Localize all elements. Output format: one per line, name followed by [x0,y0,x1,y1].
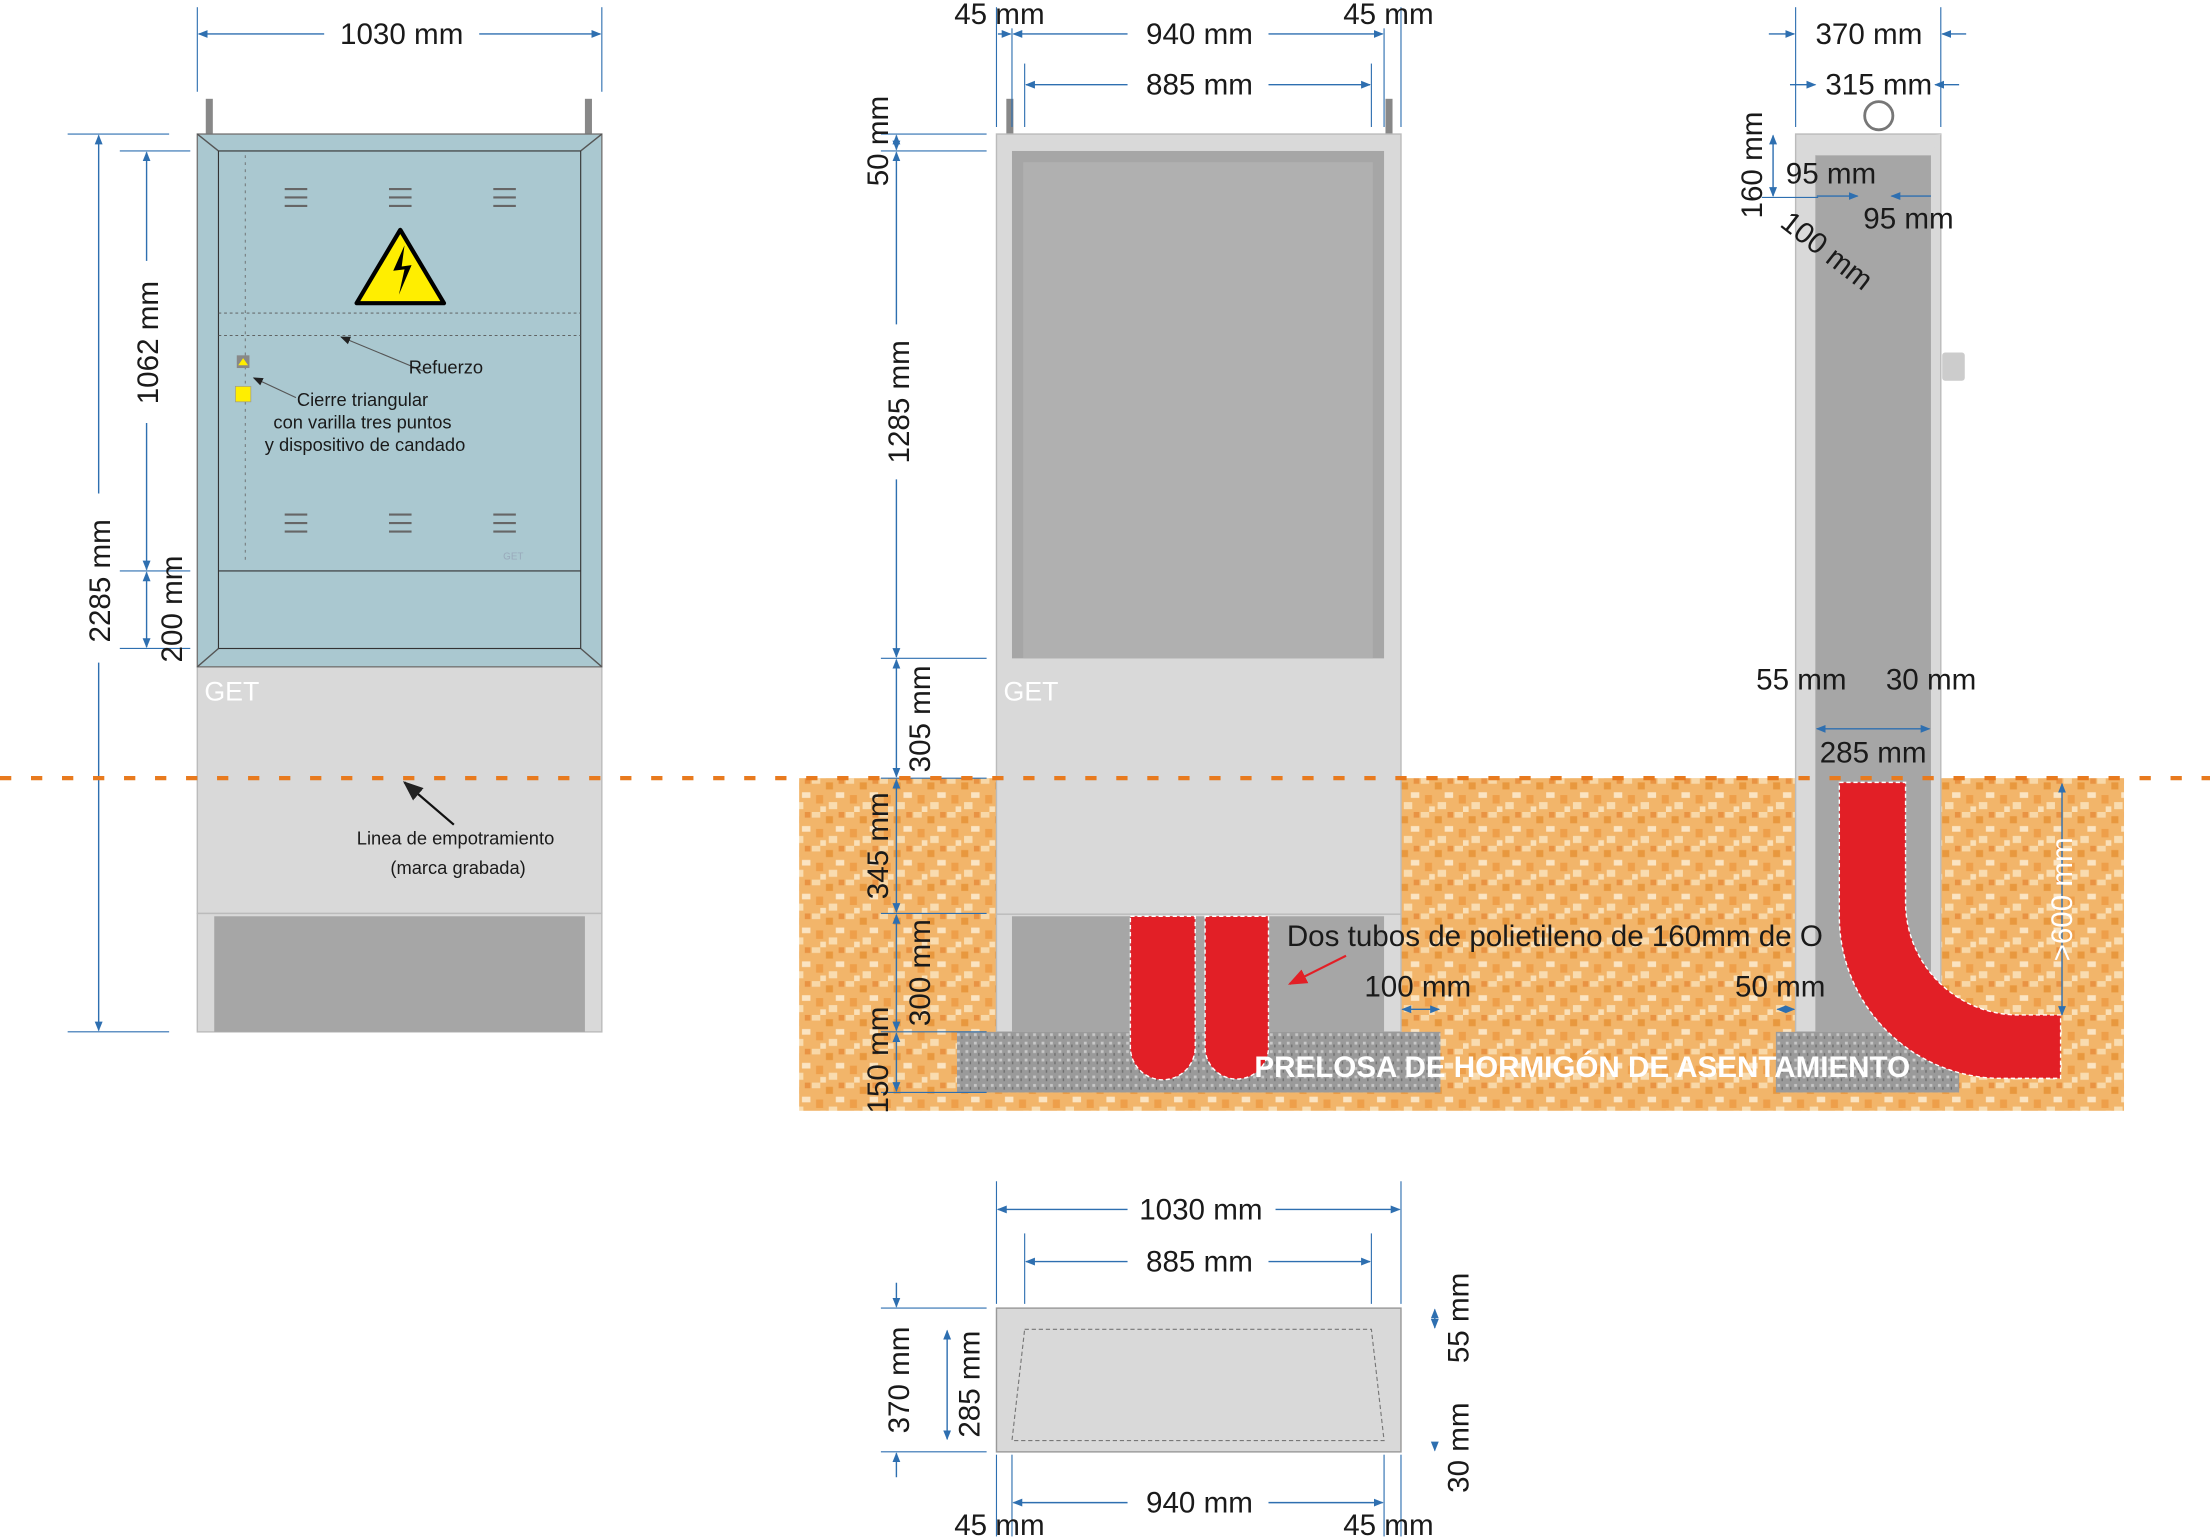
dim-plan-back-wall: 30 mm [1443,1402,1476,1492]
brand-label: GET [204,677,259,707]
section-view: GET 100 mm 45 mm 45 mm 940 mm 885 mm 50 … [862,0,1471,1113]
dim-plan-margin-right: 45 mm [1343,1509,1433,1538]
dim-side-inner-depth: 315 mm [1825,69,1932,102]
overlay-labels: Dos tubos de polietileno de 160mm de O P… [1254,920,1910,1084]
dim-margin-right: 45 mm [1343,0,1433,31]
dim-side-inner: 285 mm [1820,737,1927,770]
lock-icon [235,355,252,403]
bent-pipe [1838,781,2062,1080]
dim-side-front-wall: 55 mm [1756,663,1846,696]
dim-section-outer: 940 mm [1146,18,1253,51]
dim-lower-panel: 200 mm [156,556,189,663]
pipes [1129,915,1270,1081]
slab-note: PRELOSA DE HORMIGÓN DE ASENTAMIENTO [1254,1050,1910,1084]
dim-side-depth: 370 mm [1815,18,1922,51]
dim-side-back-wall: 30 mm [1886,663,1976,696]
dim-side-d1: 95 mm [1786,157,1876,190]
dim-side-bury: >600 mm [2046,837,2079,961]
side-view: 370 mm 315 mm 160 mm 95 mm 95 mm 100 mm … [1735,7,2079,1093]
dim-section-inner: 885 mm [1146,69,1253,102]
dim-side-gap: 50 mm [1735,971,1825,1004]
dim-h-buried: 345 mm [862,792,895,899]
front-view: Refuerzo Cierre triangular con varilla t… [67,7,603,1033]
dim-plan-inner-depth: 285 mm [954,1331,987,1438]
dim-h-plinth: 305 mm [904,666,937,773]
pipes-note: Dos tubos de polietileno de 160mm de O [1287,920,1823,953]
lock-note: Cierre triangular con varilla tres punto… [265,389,466,455]
dim-h-slab: 150 mm [862,1007,895,1114]
plan-view: 1030 mm 885 mm 940 mm 45 mm 45 mm 370 mm… [880,1181,1476,1538]
high-voltage-warning-icon [354,227,447,306]
dim-front-width: 1030 mm [340,18,463,51]
dim-h-top: 50 mm [862,96,895,186]
dim-plan-margin-left: 45 mm [954,1509,1044,1538]
dim-margin-left: 45 mm [954,0,1044,31]
dim-plan-width: 1030 mm [1139,1193,1262,1226]
vent-icons [284,187,516,533]
section-brand-label: GET [1004,677,1059,707]
dim-total-height: 2285 mm [84,519,117,642]
dim-side-d2: 95 mm [1863,202,1953,235]
dim-h-body: 1285 mm [883,340,916,463]
dim-h-base: 300 mm [904,919,937,1026]
dim-plan-inner: 885 mm [1146,1245,1253,1278]
dim-plan-outer: 940 mm [1146,1486,1253,1519]
cabinet-door [196,133,603,668]
embed-line-note: Linea de empotramiento (marca grabada) [357,827,560,878]
dim-door-height: 1062 mm [132,281,165,404]
dim-plan-front-wall: 55 mm [1443,1273,1476,1363]
brand-small: GET [503,552,523,563]
dim-side-top: 160 mm [1736,112,1769,219]
dim-pipe-gap: 100 mm [1364,971,1471,1004]
dim-plan-depth: 370 mm [883,1327,916,1434]
concrete-slab [957,1031,1441,1093]
reinforcement-label: Refuerzo [409,357,483,378]
